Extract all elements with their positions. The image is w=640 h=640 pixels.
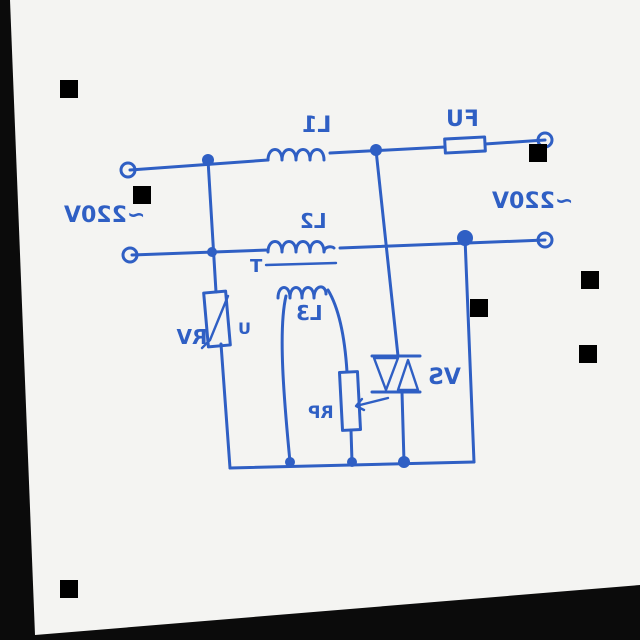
label-l2: L2 <box>300 209 327 233</box>
varistor-symbol <box>200 289 232 350</box>
label-fu: FU <box>446 107 479 132</box>
wires <box>128 138 547 470</box>
label-input-voltage: ~220V <box>64 203 145 228</box>
triac-symbol <box>370 354 422 394</box>
inductor-l1-symbol <box>266 148 326 162</box>
label-rv: RV <box>176 325 207 349</box>
marker-squares <box>60 80 599 598</box>
label-u: U <box>238 319 251 338</box>
label-vs: VS <box>428 365 461 390</box>
junction-dots <box>202 144 473 468</box>
inductor-l3-symbol <box>276 285 328 300</box>
inductor-l2-symbol <box>266 240 336 254</box>
potentiometer-symbol <box>337 370 363 432</box>
label-l3: L3 <box>296 301 323 325</box>
paper-sheet <box>10 0 640 635</box>
label-transformer: T <box>250 256 263 277</box>
labels: L1 L2 L3 FU ~220V ~220V T RV U RP VS <box>64 107 573 423</box>
fuse-symbol <box>443 135 487 155</box>
transformer-core <box>264 261 338 267</box>
label-output-voltage: ~220V <box>492 189 573 214</box>
label-l1: L1 <box>302 113 331 138</box>
label-rp: RP <box>308 403 334 423</box>
